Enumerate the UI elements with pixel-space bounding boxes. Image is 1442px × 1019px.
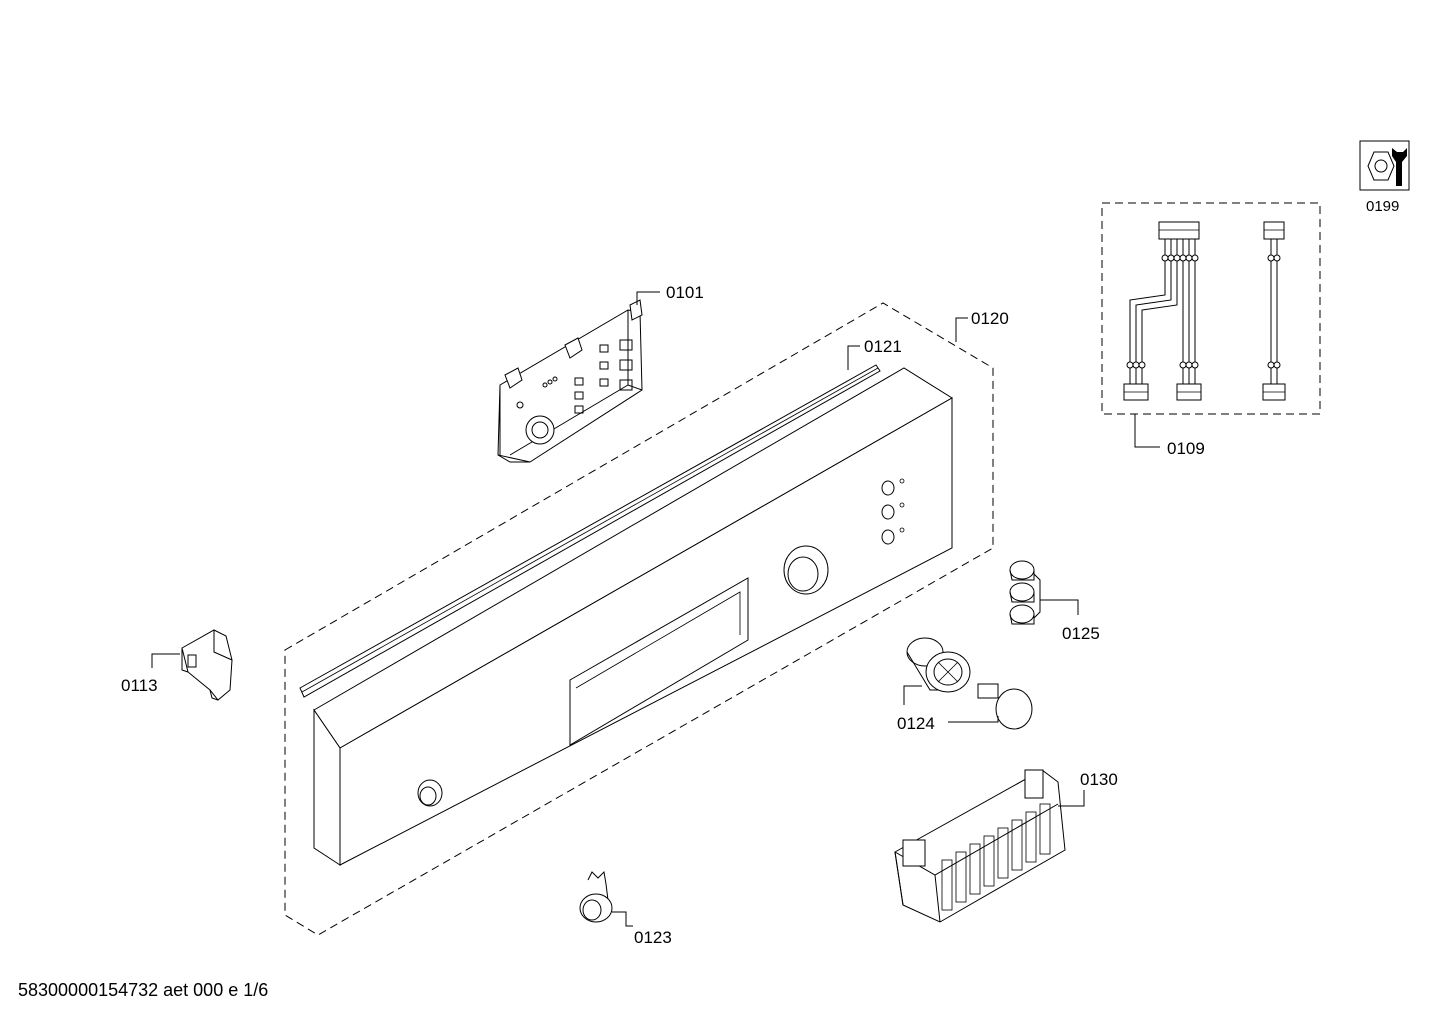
part-label-0124: 0124 bbox=[897, 714, 935, 733]
part-label-0109: 0109 bbox=[1167, 439, 1205, 458]
part-label-0101: 0101 bbox=[666, 283, 704, 302]
push-buttons bbox=[1009, 560, 1041, 625]
service-icon-label: 0199 bbox=[1366, 198, 1399, 215]
small-knob bbox=[579, 870, 613, 923]
wiring-harness-group bbox=[1101, 202, 1321, 415]
control-module bbox=[497, 299, 643, 463]
panel-assembly-outline bbox=[284, 302, 994, 936]
document-id-footer: 58300000154732 aet 000 e 1/6 bbox=[18, 980, 269, 1000]
connector-block bbox=[894, 769, 1066, 923]
part-label-0120: 0120 bbox=[971, 309, 1009, 328]
part-label-0123: 0123 bbox=[634, 928, 672, 947]
bracket-clip bbox=[181, 629, 233, 701]
part-label-0113: 0113 bbox=[121, 676, 158, 695]
part-label-0130: 0130 bbox=[1080, 770, 1118, 789]
control-panel-fascia bbox=[313, 367, 953, 866]
selector-knob bbox=[906, 637, 1033, 730]
nut-wrench-icon bbox=[1359, 140, 1410, 191]
part-label-0121: 0121 bbox=[864, 337, 902, 356]
trim-strip bbox=[299, 364, 881, 698]
part-label-0125: 0125 bbox=[1062, 624, 1100, 643]
